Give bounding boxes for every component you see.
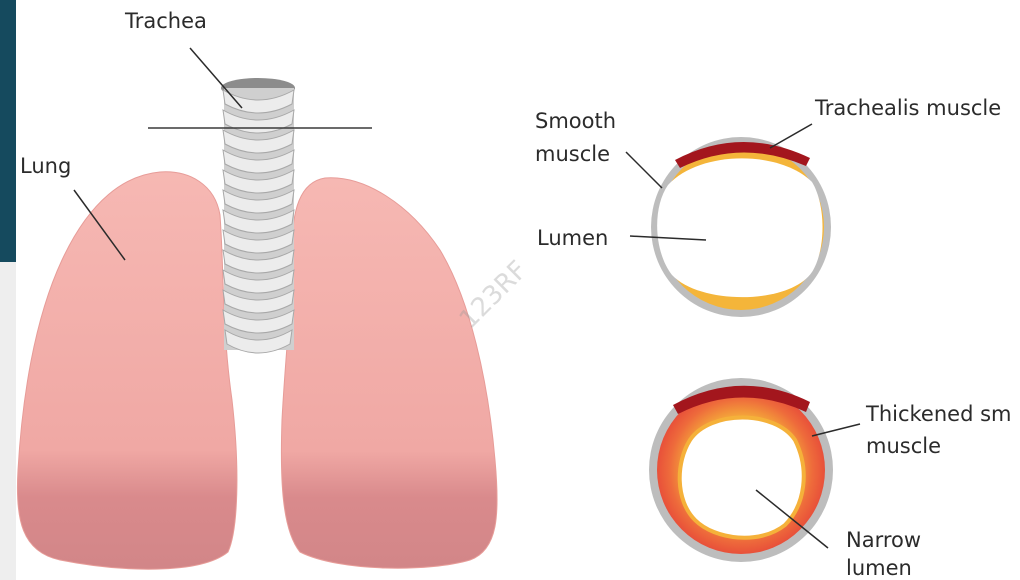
left-lung — [17, 172, 237, 569]
label-lung: Lung — [20, 154, 71, 178]
leader-trachealis — [770, 124, 812, 148]
label-smooth-muscle-2: muscle — [535, 142, 610, 166]
label-thickened-2: muscle — [866, 434, 941, 458]
label-smooth-muscle-1: Smooth — [535, 109, 616, 133]
narrowed-airway-section — [649, 378, 833, 562]
normal-airway-section — [651, 137, 831, 317]
label-trachealis-muscle: Trachealis muscle — [815, 96, 1001, 120]
right-lung — [281, 178, 497, 568]
leader-trachea — [190, 48, 242, 108]
leader-smooth-muscle — [626, 152, 662, 188]
label-narrow-2: lumen — [846, 556, 912, 580]
watermark: 123RF — [454, 255, 534, 335]
label-trachea: Trachea — [125, 9, 207, 33]
trachea — [221, 78, 295, 353]
label-narrow-1: Narrow — [846, 528, 921, 552]
label-lumen: Lumen — [537, 226, 608, 250]
label-thickened-1: Thickened sm — [866, 402, 1011, 426]
svg-text:123RF: 123RF — [454, 255, 534, 335]
